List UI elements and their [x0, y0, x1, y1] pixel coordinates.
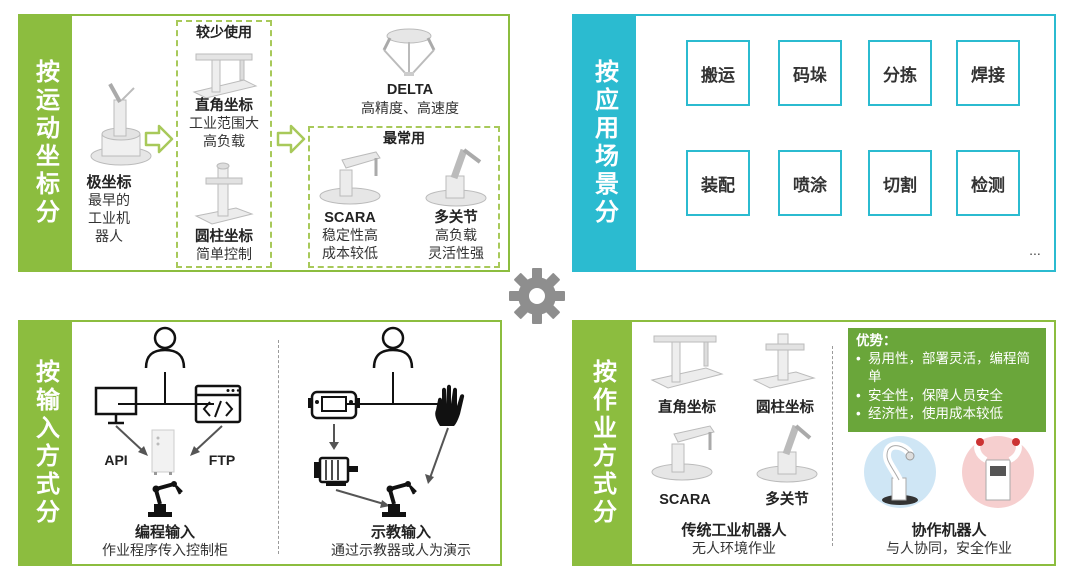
robot-arm-icon-2	[382, 481, 417, 517]
op-scara-image	[651, 425, 715, 481]
cylindrical-desc-1: 简单控制	[196, 246, 252, 262]
op-scara-label: SCARA	[659, 492, 711, 508]
ftp-label: FTP	[208, 452, 236, 468]
motor-icon	[314, 456, 358, 486]
hand-icon	[435, 384, 465, 426]
cobot-image-red	[962, 436, 1034, 508]
teach-pendant-icon	[308, 390, 360, 420]
arrow-right-icon-2	[276, 124, 306, 154]
app-item-palletizing: 码垛	[778, 40, 842, 106]
cobot-title: 协作机器人	[911, 522, 987, 539]
cartesian-desc-1: 工业范围大	[189, 115, 259, 131]
cobot-image-blue	[864, 436, 936, 508]
cartesian-desc-2: 高负载	[203, 133, 245, 149]
panel-application-scenario: 按应用场景分 搬运 码垛 分拣 焊接 装配 喷涂 切割 检测 ...	[572, 14, 1056, 272]
scara-desc-2: 成本较低	[322, 245, 378, 261]
op-articulated-image	[756, 424, 818, 483]
articulated-title: 多关节	[434, 210, 478, 226]
application-bar-label: 按应用场景分	[574, 16, 636, 270]
scara-title: SCARA	[324, 210, 376, 226]
gear-icon	[509, 268, 565, 324]
cobot-desc: 与人协同，安全作业	[886, 540, 1012, 556]
op-cartesian-image	[650, 335, 724, 389]
app-item-sorting: 分拣	[868, 40, 932, 106]
panel-motion-coordinate: 按运动坐标分 极坐标 最早的 工业机 器人 较少使用 直角坐标 工业范围大 高负…	[18, 14, 510, 272]
teaching-title: 示教输入	[370, 524, 431, 541]
traditional-title: 传统工业机器人	[681, 522, 787, 539]
advantage-item: 易用性，部署灵活，编程简单	[856, 350, 1038, 386]
delta-desc-1: 高精度、高速度	[361, 100, 459, 116]
most-common-label: 最常用	[383, 130, 425, 146]
teaching-desc: 通过示教器或人为演示	[331, 542, 471, 558]
robot-arm-icon	[148, 481, 183, 517]
delta-robot-image	[382, 28, 436, 76]
teaching-arrows	[329, 424, 449, 508]
articulated-desc-1: 高负载	[435, 227, 477, 243]
op-cylindrical-image	[752, 333, 816, 389]
advantage-item: 经济性，使用成本较低	[856, 405, 1038, 423]
panel-input-method: 按输入方式分 API FTP	[18, 320, 502, 566]
advantage-item: 安全性，保障人员安全	[856, 387, 1038, 405]
input-divider	[278, 340, 279, 554]
user-icon	[144, 326, 186, 369]
arrow-right-icon	[144, 124, 174, 154]
motion-bar-label: 按运动坐标分	[20, 16, 72, 270]
operation-bar-label: 按作业方式分	[574, 322, 632, 564]
op-articulated-label: 多关节	[765, 492, 809, 508]
user-connector-lines	[118, 372, 214, 405]
api-label: API	[104, 452, 128, 468]
polar-desc-1: 最早的	[88, 192, 130, 208]
most-common-box	[308, 126, 500, 268]
polar-robot-image	[90, 83, 152, 166]
app-item-cutting: 切割	[868, 150, 932, 216]
scara-desc-1: 稳定性高	[322, 227, 378, 243]
cartesian-robot-image	[192, 53, 258, 99]
input-bar-label: 按输入方式分	[20, 322, 72, 564]
app-item-spraying: 喷涂	[778, 150, 842, 216]
operation-divider	[832, 346, 833, 546]
app-item-handling: 搬运	[686, 40, 750, 106]
user-connector-lines-2	[345, 372, 441, 405]
arrows-to-cabinet	[115, 425, 223, 456]
app-item-inspection: 检测	[956, 150, 1020, 216]
advantages-box: 优势： 易用性，部署灵活，编程简单 安全性，保障人员安全 经济性，使用成本较低	[848, 328, 1046, 432]
advantages-title: 优势：	[856, 333, 897, 348]
polar-title: 极坐标	[86, 174, 132, 191]
code-window-icon	[194, 384, 242, 424]
polar-desc-2: 工业机	[88, 210, 130, 226]
rare-use-label: 较少使用	[196, 24, 252, 40]
op-cartesian-label: 直角坐标	[658, 400, 716, 416]
advantages-list: 易用性，部署灵活，编程简单 安全性，保障人员安全 经济性，使用成本较低	[856, 350, 1038, 423]
app-item-assembly: 装配	[686, 150, 750, 216]
rare-use-box	[176, 20, 272, 268]
monitor-icon	[94, 386, 138, 425]
cartesian-title: 直角坐标	[195, 98, 253, 114]
control-cabinet-image	[151, 429, 175, 475]
cylindrical-title: 圆柱坐标	[195, 229, 253, 245]
programming-desc: 作业程序传入控制柜	[102, 542, 228, 558]
delta-title: DELTA	[386, 82, 434, 98]
articulated-desc-2: 灵活性强	[428, 245, 484, 261]
panel-operation-mode: 按作业方式分 直角坐标 圆柱坐标 SCARA 多关节 传统工业机器人 无人环境作…	[572, 320, 1056, 566]
scara-robot-image	[319, 151, 381, 205]
app-more: ...	[1029, 242, 1041, 258]
traditional-desc: 无人环境作业	[692, 540, 776, 556]
user-icon-2	[372, 326, 414, 369]
op-cylindrical-label: 圆柱坐标	[756, 400, 814, 416]
articulated-robot-image	[425, 148, 487, 207]
programming-title: 编程输入	[134, 524, 195, 541]
cylindrical-robot-image	[194, 162, 254, 225]
app-item-welding: 焊接	[956, 40, 1020, 106]
polar-desc-3: 器人	[95, 228, 123, 244]
